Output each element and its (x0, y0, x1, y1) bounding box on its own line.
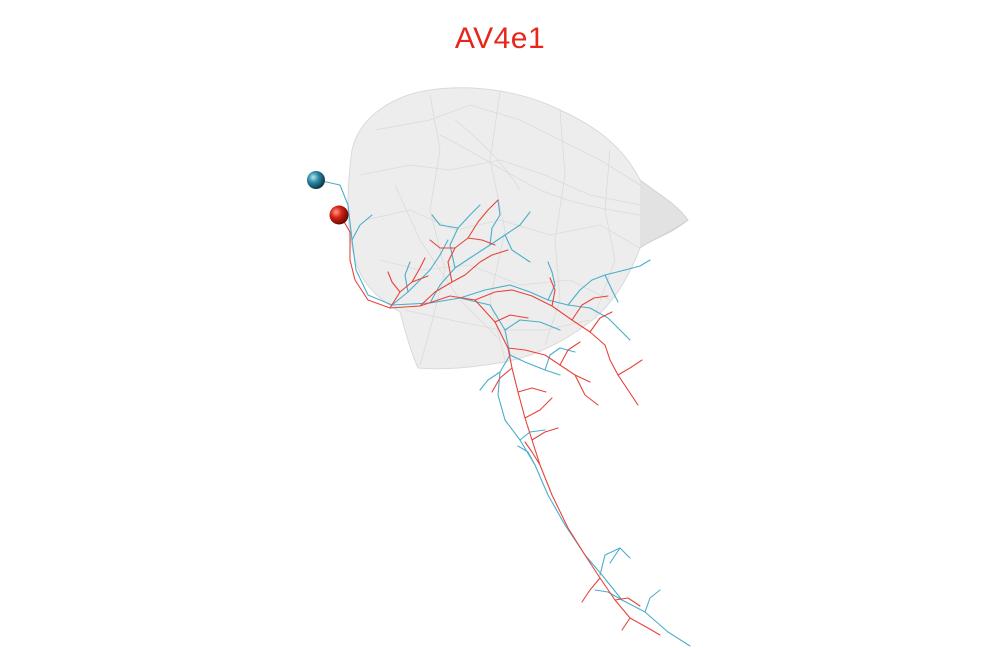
blue-soma (307, 171, 325, 189)
blue-neuron (316, 179, 691, 647)
red-soma (329, 205, 349, 225)
neuropil-mesh (347, 87, 689, 370)
red-neuron (339, 199, 661, 636)
figure-title: AV4e1 (454, 22, 546, 55)
